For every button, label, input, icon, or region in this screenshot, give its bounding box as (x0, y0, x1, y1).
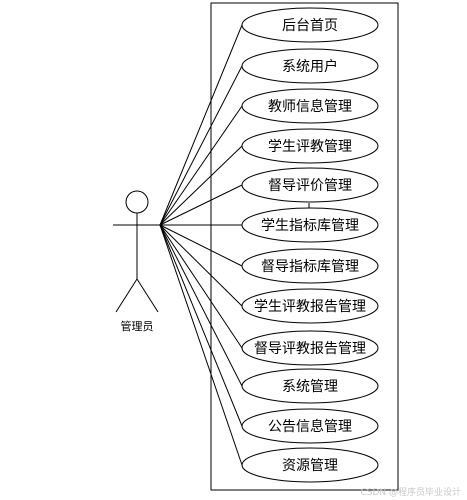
use-case-label: 学生评教管理 (268, 139, 352, 155)
association-line (159, 184, 243, 226)
use-case-ellipse (241, 288, 379, 324)
use-case-ellipse (241, 408, 379, 444)
use-case: 学生评教报告管理 (241, 288, 379, 324)
use-case: 系统用户 (241, 48, 379, 84)
use-case-ellipse (241, 207, 379, 243)
actor-figure (113, 190, 161, 313)
association-line (159, 224, 243, 427)
use-case-label: 督导评教报告管理 (254, 341, 366, 357)
use-case-ellipse (241, 447, 379, 483)
use-case: 督导评教报告管理 (241, 330, 379, 366)
association-lines (159, 24, 243, 466)
actor-right-leg (136, 278, 159, 313)
use-case-label: 督导指标库管理 (261, 259, 359, 275)
association-line (159, 145, 243, 226)
association-line (159, 224, 243, 349)
use-case-ellipse (241, 48, 379, 84)
use-case: 资源管理 (241, 447, 379, 483)
use-case-label: 资源管理 (282, 458, 338, 474)
use-case-ellipse (241, 88, 379, 124)
use-case: 教师信息管理 (241, 88, 379, 124)
use-case: 公告信息管理 (241, 408, 379, 444)
use-case-ellipse (241, 128, 379, 164)
use-case-label: 教师信息管理 (268, 98, 352, 115)
use-case-ellipse (241, 7, 379, 43)
association-line (159, 224, 243, 307)
use-case: 学生指标库管理 (241, 207, 379, 243)
association-line (159, 24, 243, 226)
use-case-ellipse (241, 248, 379, 284)
association-line (159, 65, 243, 226)
use-case-label: 督导评价管理 (268, 178, 352, 194)
use-case: 督导评价管理 (241, 167, 379, 203)
use-case: 学生评教管理 (241, 128, 379, 164)
use-case-label: 学生指标库管理 (261, 218, 359, 234)
association-line (159, 105, 243, 226)
use-case-ellipse (241, 368, 379, 404)
use-case-label: 学生评教报告管理 (254, 299, 366, 315)
use-case-label: 公告信息管理 (268, 418, 352, 435)
use-case: 后台首页 (241, 7, 379, 43)
system-boundary (210, 2, 399, 491)
use-case: 系统管理 (241, 368, 379, 404)
association-line (159, 224, 243, 387)
use-case-ellipse (241, 330, 379, 366)
actor-head (125, 190, 149, 214)
use-cases: 后台首页系统用户教师信息管理学生评教管理督导评价管理学生指标库管理督导指标库管理… (241, 7, 379, 483)
use-case-label: 系统管理 (282, 379, 338, 395)
use-case-label: 后台首页 (282, 18, 338, 34)
actor-label: 管理员 (121, 319, 154, 333)
association-line (159, 224, 243, 466)
actor-left-leg (115, 278, 138, 313)
watermark: CSDN @程序员毕业设计 (360, 488, 461, 498)
association-line (159, 224, 243, 267)
use-case-ellipse (241, 167, 379, 203)
use-case: 督导指标库管理 (241, 248, 379, 284)
use-case-label: 系统用户 (282, 58, 338, 75)
